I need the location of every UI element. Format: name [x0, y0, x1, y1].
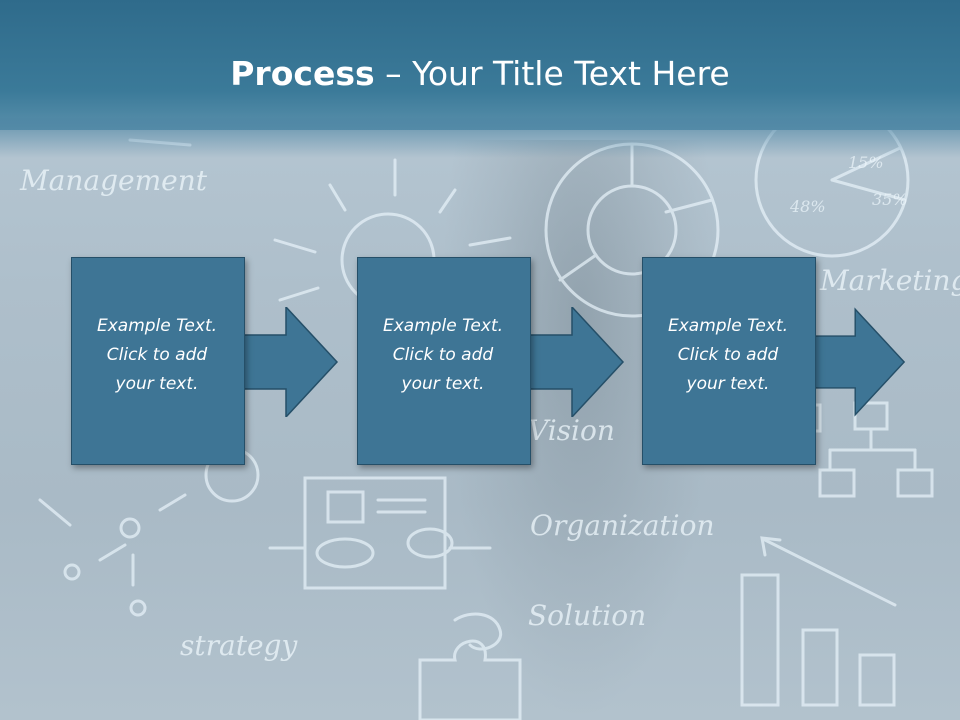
- slide-title-rest: – Your Title Text Here: [374, 54, 730, 93]
- pie-label-2: 48%: [789, 197, 826, 216]
- step-line: your text.: [401, 374, 485, 394]
- bar-chart-sketch: [740, 573, 780, 707]
- process-step-1[interactable]: Example Text. Click to add your text.: [71, 257, 339, 465]
- slide-title[interactable]: Process – Your Title Text Here: [0, 52, 960, 96]
- document-sketch: [303, 476, 447, 590]
- bg-word-organization: Organization: [530, 509, 715, 542]
- bg-word-solution: Solution: [528, 599, 646, 632]
- step-line: Click to add: [106, 345, 208, 365]
- bg-word-strategy: strategy: [180, 629, 298, 662]
- process-step-box[interactable]: [642, 257, 816, 465]
- step-line: Click to add: [392, 345, 494, 365]
- arrow-right-icon: [812, 307, 906, 417]
- process-step-text[interactable]: Example Text. Click to add your text.: [642, 312, 814, 399]
- slide-title-bold: Process: [230, 54, 375, 93]
- step-line: Example Text.: [667, 316, 789, 336]
- title-banner-fade: [0, 118, 960, 158]
- bg-word-management: Management: [19, 164, 208, 197]
- process-step-box[interactable]: [71, 257, 245, 465]
- arrow-right-icon: [527, 307, 625, 417]
- step-line: your text.: [686, 374, 770, 394]
- step-line: Click to add: [677, 345, 779, 365]
- bg-word-marketing: Marketing: [819, 264, 960, 297]
- arrow-right-icon: [241, 307, 339, 417]
- bg-word-vision: Vision: [528, 414, 615, 447]
- step-line: your text.: [115, 374, 199, 394]
- process-step-3[interactable]: Example Text. Click to add your text.: [642, 257, 906, 465]
- puzzle-sketch: [418, 639, 522, 720]
- process-step-box[interactable]: [357, 257, 531, 465]
- process-step-text[interactable]: Example Text. Click to add your text.: [357, 312, 529, 399]
- step-line: Example Text.: [96, 316, 218, 336]
- process-step-text[interactable]: Example Text. Click to add your text.: [71, 312, 243, 399]
- process-step-2[interactable]: Example Text. Click to add your text.: [357, 257, 625, 465]
- step-line: Example Text.: [382, 316, 504, 336]
- title-banner: [0, 0, 960, 130]
- pie-label-3: 35%: [872, 190, 908, 209]
